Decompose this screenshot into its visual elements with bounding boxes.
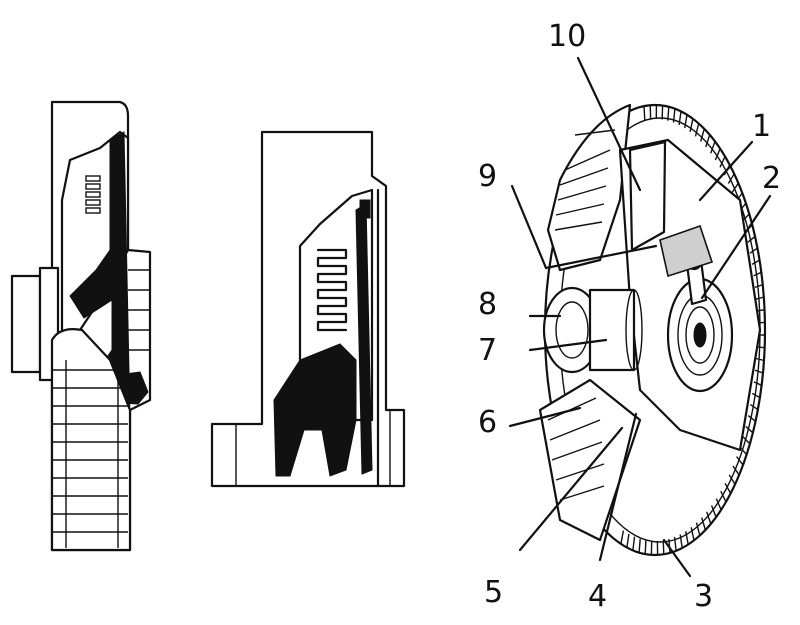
label-2: 2	[762, 161, 781, 196]
left-cross-section	[10, 100, 152, 552]
ring-tooth	[672, 108, 676, 123]
leader-3	[662, 538, 692, 578]
left-cooling-fins	[50, 328, 132, 552]
left-bimetal-spring	[85, 175, 101, 214]
ring-tooth	[685, 531, 689, 545]
coil-ring-2	[685, 306, 715, 364]
ring-tooth	[690, 527, 695, 541]
ring-tooth	[678, 111, 682, 126]
ring-tooth	[715, 498, 722, 511]
leader-7	[528, 338, 608, 352]
ring-tooth	[689, 118, 694, 133]
label-4: 4	[588, 579, 607, 614]
ring-tooth	[749, 247, 758, 254]
ring-tooth	[694, 123, 700, 137]
rear-fins	[554, 129, 616, 231]
input-shaft-inner	[555, 301, 589, 359]
ring-tooth	[700, 128, 705, 142]
left-shaft-grooves	[128, 269, 150, 351]
ring-tooth	[620, 530, 625, 545]
ring-tooth	[754, 283, 763, 289]
ring-tooth	[742, 436, 751, 445]
ring-tooth	[701, 517, 707, 531]
ring-tooth	[695, 522, 701, 536]
ring-tooth	[750, 404, 759, 411]
label-6: 6	[478, 405, 497, 440]
ring-tooth	[638, 538, 641, 553]
label-1: 1	[752, 109, 771, 144]
right-perspective-view	[538, 103, 767, 557]
ring-tooth	[679, 534, 683, 549]
ring-tooth	[662, 540, 665, 555]
label-10: 10	[548, 19, 586, 54]
leader-9-a	[510, 184, 548, 270]
leader-9-b	[544, 244, 658, 270]
ring-tooth	[644, 540, 647, 555]
ring-tooth	[632, 536, 636, 551]
leader-lines	[508, 56, 772, 578]
leader-5	[518, 426, 624, 552]
ring-tooth	[728, 474, 736, 485]
cutaway-wedge	[628, 140, 667, 252]
ring-tooth	[747, 415, 756, 422]
label-5: 5	[484, 575, 503, 610]
ring-tooth	[736, 456, 744, 466]
rear-finned-body	[546, 103, 632, 272]
ring-tooth	[719, 156, 726, 168]
ring-tooth	[667, 106, 670, 121]
middle-rotor	[273, 343, 357, 477]
ring-tooth	[732, 465, 740, 476]
label-9: 9	[478, 159, 497, 194]
label-3: 3	[694, 579, 713, 614]
ring-tooth	[714, 148, 721, 161]
ring-tooth	[626, 533, 630, 548]
ring-tooth	[710, 505, 717, 518]
hub-face	[625, 289, 643, 371]
leader-4	[598, 412, 638, 562]
ring-tooth	[724, 482, 732, 494]
leader-6	[508, 406, 582, 428]
valve-slot	[659, 224, 714, 278]
ring-tooth	[643, 106, 646, 121]
ring-tooth	[755, 296, 764, 300]
ring-tooth	[684, 114, 688, 129]
ring-tooth	[747, 235, 756, 243]
leader-2	[700, 194, 772, 300]
label-7: 7	[478, 333, 497, 368]
ring-tooth	[720, 490, 727, 503]
ring-tooth	[705, 134, 711, 148]
input-hub	[588, 288, 636, 372]
middle-seal	[359, 199, 371, 219]
ring-tooth	[727, 173, 735, 184]
coil-center	[693, 322, 707, 348]
ring-tooth	[706, 511, 712, 525]
ring-tooth	[754, 369, 764, 374]
ring-tooth	[751, 392, 761, 399]
ring-tooth	[753, 381, 762, 386]
ring-tooth	[673, 537, 677, 551]
leader-10	[576, 56, 642, 192]
middle-labyrinth-grooves	[316, 248, 348, 332]
label-8: 8	[478, 287, 497, 322]
ring-tooth	[661, 105, 664, 120]
ring-tooth	[710, 141, 716, 154]
ring-tooth	[751, 259, 760, 266]
middle-cross-section	[210, 130, 406, 488]
leader-1	[698, 140, 754, 202]
ring-tooth	[753, 271, 762, 277]
ring-tooth	[731, 182, 739, 193]
callout-labels: 10 1 2 9 8 7 6 5 4 3	[478, 19, 781, 614]
left-hub-nut	[10, 274, 42, 374]
ring-tooth	[755, 357, 765, 362]
ring-tooth	[745, 425, 754, 434]
